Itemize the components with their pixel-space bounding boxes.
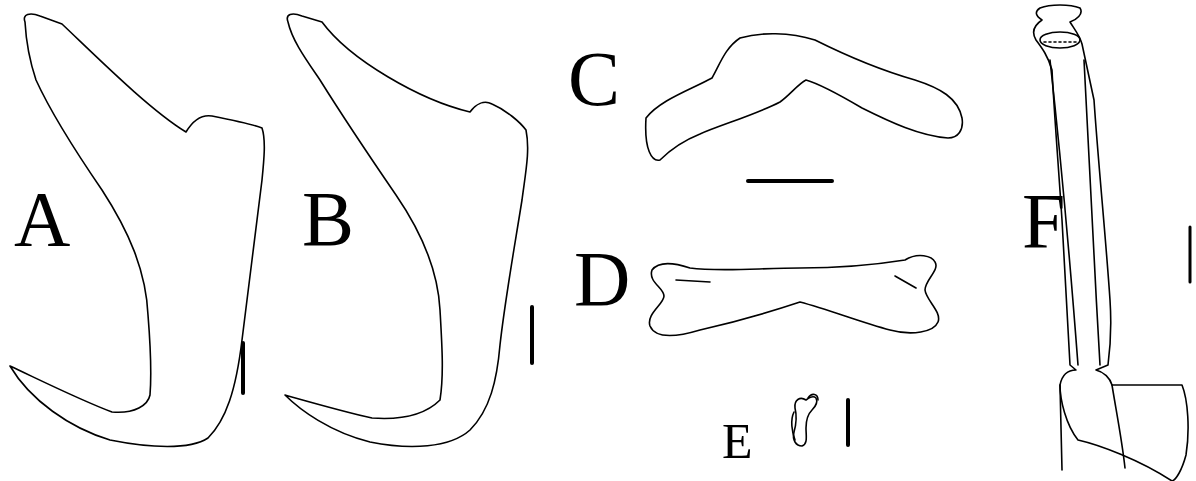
paramere-outline — [285, 14, 528, 446]
scale-bar — [846, 400, 850, 445]
scale-bar — [748, 179, 832, 183]
aedeagus-orifice — [1040, 32, 1080, 48]
panel-letter: D — [574, 240, 630, 318]
panel-letter: B — [302, 180, 354, 258]
paramere-outline — [10, 14, 264, 447]
sclerite-outline — [649, 256, 938, 336]
panel-letter: A — [14, 180, 70, 258]
scale-bar — [241, 343, 245, 393]
panel-letter: F — [1022, 182, 1065, 260]
scale-bar — [1189, 227, 1192, 282]
aedeagus-spines — [1044, 41, 1076, 43]
aedeagus-line — [1050, 60, 1125, 470]
panel-letter: C — [568, 40, 620, 118]
sclerite-line — [676, 276, 916, 288]
panel-letter: E — [722, 416, 753, 466]
scale-bar — [530, 307, 534, 363]
sclerite-outline — [793, 397, 816, 446]
sclerite-outline — [646, 34, 963, 160]
sclerite-line — [792, 394, 818, 440]
